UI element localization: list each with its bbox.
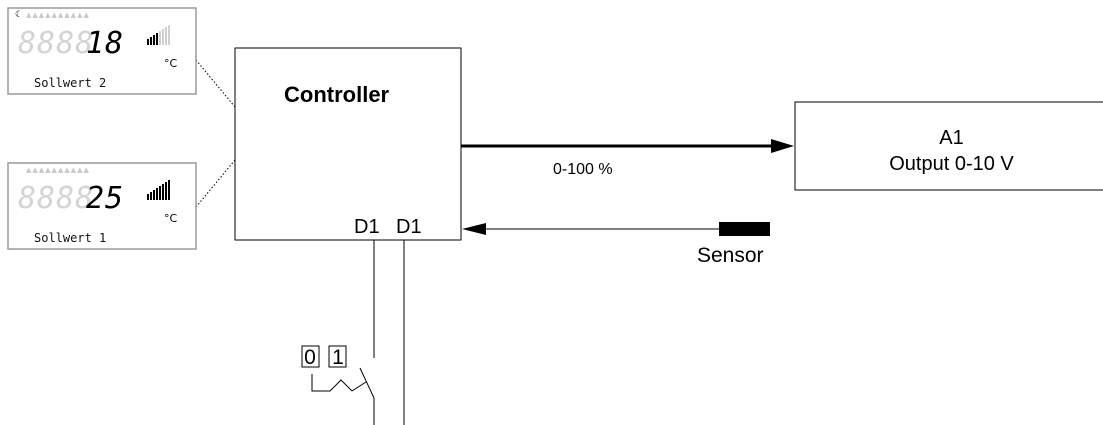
level-bar xyxy=(165,27,167,45)
switch-position-0: 0 xyxy=(304,346,316,369)
display-1-bar-graph xyxy=(147,180,170,200)
d1-input-label-left: D1 xyxy=(354,216,380,238)
signal-range-label: 0-100 % xyxy=(553,161,613,178)
output-box xyxy=(794,101,1103,191)
level-bar xyxy=(150,37,152,45)
level-bar xyxy=(162,29,164,45)
display-1-value: 25 xyxy=(86,181,125,216)
display-1-ghost-digits: 8888 xyxy=(18,181,95,216)
switch-actuator xyxy=(311,374,353,392)
switch-contact xyxy=(359,367,375,399)
level-bar xyxy=(168,25,170,45)
output-id-label: A1 xyxy=(939,127,964,149)
display-1-unit: °C xyxy=(164,212,178,225)
sensor-signal-arrowhead xyxy=(462,223,486,235)
mode-icons-strip: ▲▲▲▲▲▲▲▲▲▲ xyxy=(26,166,90,174)
display-2-bar-graph xyxy=(147,25,170,45)
level-bar xyxy=(153,35,155,45)
display-2-ghost-digits: 8888 xyxy=(18,26,95,61)
controller-title: Controller xyxy=(284,82,390,107)
controller-box xyxy=(234,47,462,241)
display-2-label: Sollwert 2 xyxy=(34,76,107,90)
level-bar xyxy=(147,39,149,45)
sensor-block xyxy=(719,222,770,236)
display-panel-sollwert-2 xyxy=(7,7,197,95)
d1-input-label-right: D1 xyxy=(396,216,422,238)
level-bar xyxy=(162,184,164,200)
switch-label-box-1 xyxy=(328,345,347,368)
level-bar xyxy=(153,190,155,200)
mode-icons-strip: ▲▲▲▲▲▲▲▲▲▲ xyxy=(26,11,90,19)
output-signal-arrowhead xyxy=(771,139,794,153)
level-bar xyxy=(165,182,167,200)
level-bar xyxy=(159,186,161,200)
level-bar xyxy=(159,31,161,45)
display-2-value: 18 xyxy=(86,26,125,61)
switch-label-box-0 xyxy=(301,345,320,368)
level-bar xyxy=(156,188,158,200)
connector-display-2 xyxy=(195,59,236,108)
switch-position-1: 1 xyxy=(332,346,344,369)
connector-display-1 xyxy=(195,159,236,208)
display-1-label: Sollwert 1 xyxy=(34,231,107,245)
level-bar xyxy=(168,180,170,200)
switch-link xyxy=(351,381,367,392)
moon-icon: ☾ xyxy=(15,10,24,20)
sensor-label: Sensor xyxy=(697,244,764,267)
level-bar xyxy=(156,33,158,45)
level-bar xyxy=(150,192,152,200)
display-panel-sollwert-1 xyxy=(7,162,197,250)
display-2-unit: °C xyxy=(164,57,178,70)
output-range-label: Output 0-10 V xyxy=(889,153,1014,175)
level-bar xyxy=(147,194,149,200)
